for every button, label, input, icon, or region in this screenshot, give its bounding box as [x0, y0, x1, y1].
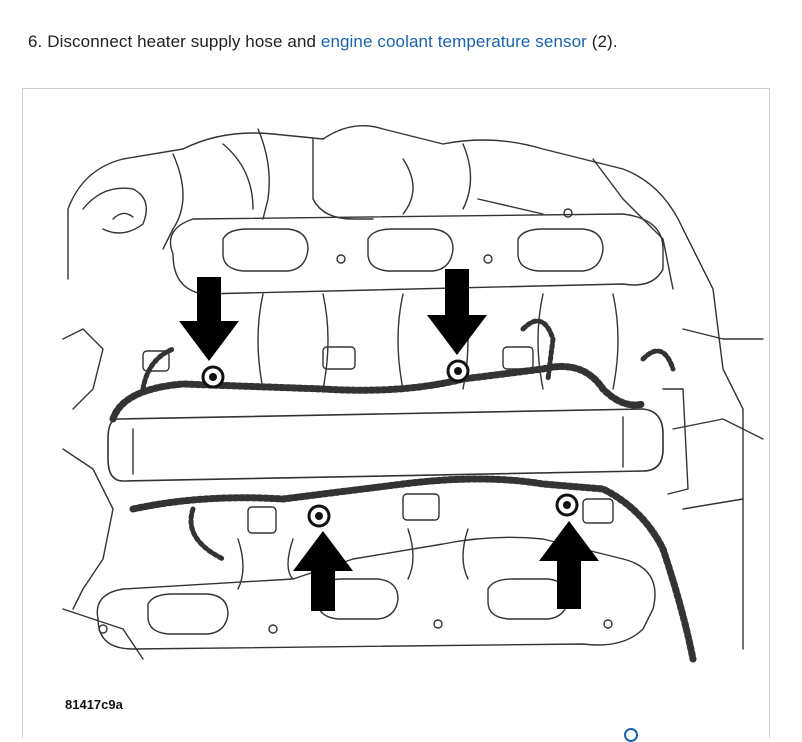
bolt-markers	[179, 269, 599, 611]
intake-manifold-illustration	[62, 124, 764, 663]
arrow-up-left	[293, 531, 353, 611]
loading-indicator-icon	[624, 728, 638, 742]
step-instruction: 6. Disconnect heater supply hose and eng…	[28, 32, 618, 52]
arrow-down-left	[179, 277, 239, 361]
arrow-up-right	[539, 521, 599, 609]
step-suffix: (2).	[586, 32, 618, 51]
engine-diagram: 81417c9a	[22, 88, 770, 738]
figure-id: 81417c9a	[65, 697, 123, 712]
arrow-down-right	[427, 269, 487, 355]
engine-coolant-sensor-link[interactable]: engine coolant temperature sensor	[320, 32, 587, 51]
step-text: 6. Disconnect heater supply hose and	[28, 32, 321, 51]
